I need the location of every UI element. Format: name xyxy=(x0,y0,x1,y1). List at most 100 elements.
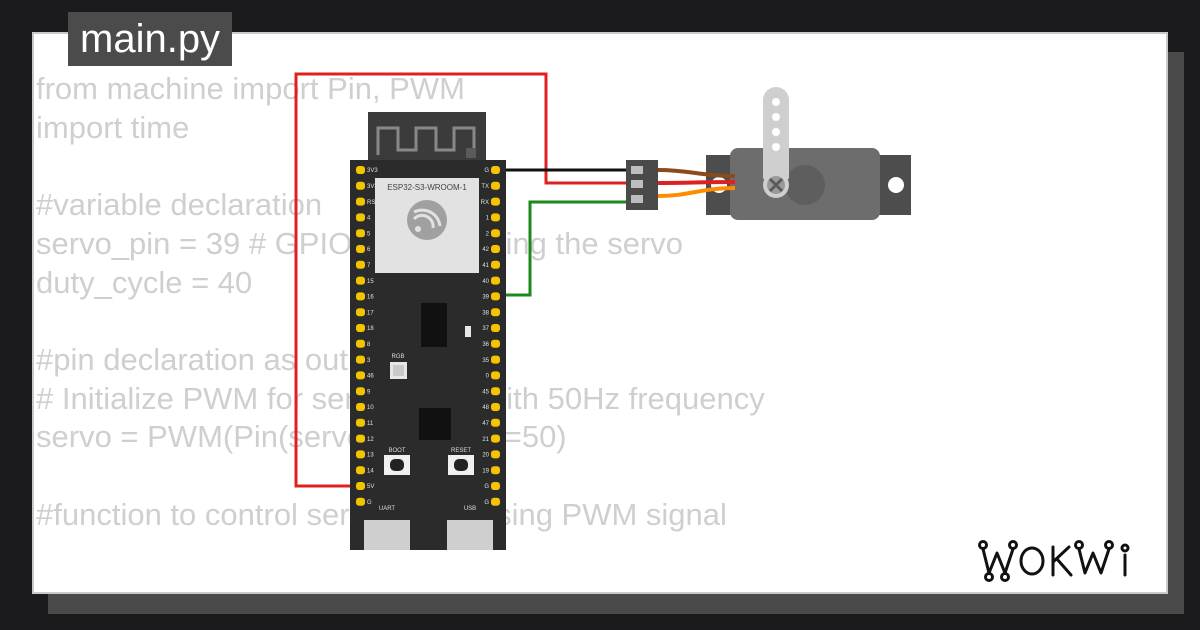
pin-label: 20 xyxy=(482,453,489,459)
pin-6[interactable] xyxy=(356,245,365,253)
chip-ldo xyxy=(421,303,447,347)
pin-g[interactable] xyxy=(491,166,500,174)
pin-20[interactable] xyxy=(491,450,500,459)
pin-label: RST xyxy=(367,200,379,206)
pin-48[interactable] xyxy=(491,403,500,411)
wire-5v[interactable] xyxy=(294,72,630,488)
servo-motor[interactable] xyxy=(706,87,911,220)
servo-wire xyxy=(657,168,736,178)
pin-8[interactable] xyxy=(356,339,365,348)
pin-label: G xyxy=(484,484,489,490)
code-line: #function to control servo motor using P… xyxy=(36,496,727,532)
pin-0[interactable] xyxy=(491,371,500,380)
module-label: ESP32-S3-WROOM-1 xyxy=(387,183,467,192)
pin-label: 8 xyxy=(367,342,371,348)
pin-42[interactable] xyxy=(491,245,500,253)
pin-label: 39 xyxy=(482,295,489,301)
pin-label: 10 xyxy=(367,405,374,411)
pin-38[interactable] xyxy=(491,308,500,317)
pin-label: 12 xyxy=(367,437,374,443)
pin-label: 7 xyxy=(367,263,371,269)
pin-17[interactable] xyxy=(356,308,365,317)
pin-label: 42 xyxy=(482,247,489,253)
pin-label: 17 xyxy=(367,310,374,316)
pin-rx[interactable] xyxy=(491,197,500,206)
pin-label: 15 xyxy=(367,279,374,285)
pin-label: 35 xyxy=(482,358,489,364)
pin-12[interactable] xyxy=(356,434,365,443)
pin-label: 0 xyxy=(486,374,490,380)
usb-label: USB xyxy=(464,506,476,512)
uart-port[interactable] xyxy=(364,520,410,550)
pin-label: 36 xyxy=(482,342,489,348)
pin-label: G xyxy=(367,500,372,506)
pin-label: 21 xyxy=(482,437,489,443)
pin-3v3[interactable] xyxy=(356,166,365,174)
pin-14[interactable] xyxy=(356,466,365,475)
wokwi-logo-icon xyxy=(978,540,1130,582)
pin-label: 19 xyxy=(482,468,489,474)
pin-g[interactable] xyxy=(356,497,365,506)
pin-label: 48 xyxy=(482,405,489,411)
file-name-tab: main.py xyxy=(68,12,233,66)
pin-40[interactable] xyxy=(491,276,500,285)
pin-label: 11 xyxy=(367,421,374,427)
code-line: duty_cycle = 40 xyxy=(36,264,253,300)
pin-tx[interactable] xyxy=(491,181,500,190)
reset-label: RESET xyxy=(451,448,471,454)
pin-label: 6 xyxy=(367,247,371,253)
code-line: import time xyxy=(36,109,190,145)
pin-3v3[interactable] xyxy=(356,181,365,190)
pin-label: 3 xyxy=(367,358,371,364)
chip-usb xyxy=(419,408,451,440)
pin-13[interactable] xyxy=(356,450,365,459)
pin-label: 18 xyxy=(367,326,374,332)
pin-45[interactable] xyxy=(491,387,500,396)
pin-39[interactable] xyxy=(491,292,500,301)
pin-label: 13 xyxy=(367,453,374,459)
pin-36[interactable] xyxy=(491,339,500,348)
pin-label: 14 xyxy=(367,468,374,474)
usb-port[interactable] xyxy=(447,520,493,550)
servo-cable xyxy=(657,168,736,198)
pin-5v[interactable] xyxy=(356,482,365,490)
pin-47[interactable] xyxy=(491,418,500,427)
pin-3[interactable] xyxy=(356,355,365,364)
pin-18[interactable] xyxy=(356,324,365,332)
servo-wire xyxy=(657,186,736,198)
pin-rst[interactable] xyxy=(356,197,365,206)
pin-2[interactable] xyxy=(491,229,500,238)
pin-19[interactable] xyxy=(491,466,500,475)
pin-g[interactable] xyxy=(491,497,500,506)
pin-label: 41 xyxy=(482,263,489,269)
pin-label: 47 xyxy=(482,421,489,427)
esp32-s3-devkit[interactable]: ESP32-S3-WROOM-1 RGB BOOT RESET UART USB… xyxy=(350,160,506,550)
pin-label: G xyxy=(484,168,489,174)
pin-15[interactable] xyxy=(356,276,365,285)
pin-label: 2 xyxy=(486,231,490,237)
pin-16[interactable] xyxy=(356,292,365,301)
pin-label: 46 xyxy=(367,374,374,380)
pin-4[interactable] xyxy=(356,213,365,222)
pin-label: 5 xyxy=(367,231,371,237)
wire-signal[interactable] xyxy=(500,200,630,297)
pin-37[interactable] xyxy=(491,324,500,332)
pin-9[interactable] xyxy=(356,387,365,396)
pin-46[interactable] xyxy=(356,371,365,380)
pin-5[interactable] xyxy=(356,229,365,238)
pin-21[interactable] xyxy=(491,434,500,443)
pin-10[interactable] xyxy=(356,403,365,411)
pin-1[interactable] xyxy=(491,213,500,222)
screw-icon xyxy=(768,177,784,193)
pin-7[interactable] xyxy=(356,260,365,269)
pin-g[interactable] xyxy=(491,482,500,490)
servo-connector[interactable] xyxy=(626,160,658,210)
pin-label: 5V xyxy=(367,484,374,490)
pin-41[interactable] xyxy=(491,260,500,269)
pin-35[interactable] xyxy=(491,355,500,364)
espressif-logo-icon xyxy=(407,200,447,240)
pin-11[interactable] xyxy=(356,418,365,427)
